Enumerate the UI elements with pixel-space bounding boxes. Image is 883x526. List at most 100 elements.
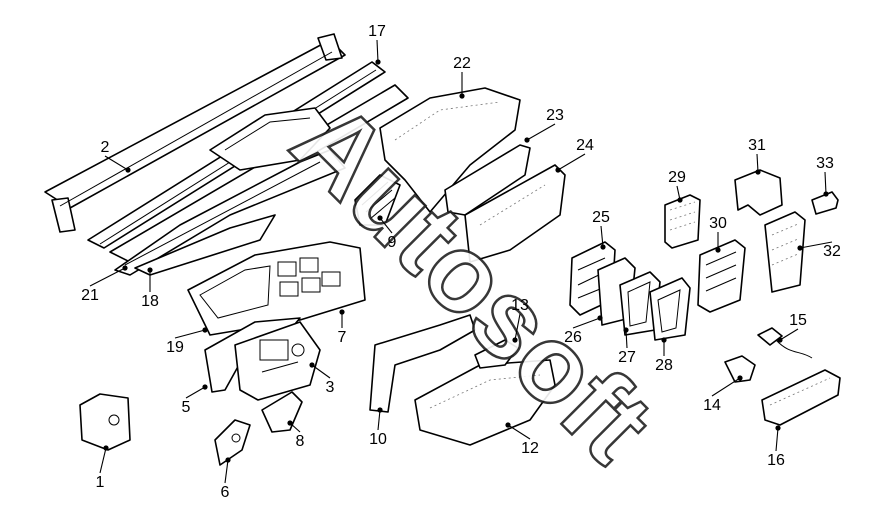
callout-32-dot <box>797 245 803 251</box>
callout-30-dot <box>715 247 721 253</box>
part-3-cluster <box>234 321 321 401</box>
callout-25-dot <box>600 244 606 250</box>
callout-17-dot <box>375 59 381 65</box>
callout-16-leader <box>775 427 779 452</box>
part-6-trim <box>214 419 251 466</box>
part-24-side-panel <box>464 164 566 263</box>
callout-24-leader <box>557 153 586 171</box>
callout-29-dot <box>677 197 683 203</box>
callout-16-dot <box>775 425 781 431</box>
callout-19-leader <box>174 329 206 339</box>
callout-27: 27 <box>618 327 636 366</box>
callout-15: 15 <box>777 312 807 343</box>
callout-6-dot <box>225 457 231 463</box>
callout-10: 10 <box>369 407 387 448</box>
callout-9-number: 9 <box>388 234 397 251</box>
callout-27-number: 27 <box>618 349 636 366</box>
callout-15-dot <box>777 337 783 343</box>
callout-28-dot <box>661 337 667 343</box>
callout-22-dot <box>459 93 465 99</box>
callout-33-dot <box>823 191 829 197</box>
callout-33-leader <box>824 171 827 195</box>
callout-5-number: 5 <box>182 399 191 416</box>
callout-33: 33 <box>816 155 834 197</box>
callout-17: 17 <box>368 23 386 65</box>
callout-29-number: 29 <box>668 169 686 186</box>
callout-6-number: 6 <box>221 484 230 501</box>
callout-10-number: 10 <box>369 431 387 448</box>
callout-25: 25 <box>592 209 610 250</box>
callout-8-number: 8 <box>296 433 305 450</box>
part-31-bracket <box>734 169 783 216</box>
part-18-panel <box>134 214 276 276</box>
callout-19: 19 <box>166 327 208 356</box>
callout-22-number: 22 <box>453 55 471 72</box>
part-32-control-unit <box>764 211 806 293</box>
callout-15-number: 15 <box>789 312 807 329</box>
callout-5-dot <box>202 384 208 390</box>
callout-21-number: 21 <box>81 287 99 304</box>
callout-18-dot <box>147 267 153 273</box>
part-10-console-side <box>369 314 476 413</box>
callout-23-leader <box>526 123 556 141</box>
part-30-fuse-box <box>697 239 746 313</box>
callout-26-number: 26 <box>564 329 582 346</box>
callout-14-dot <box>737 375 743 381</box>
callout-30: 30 <box>709 215 727 253</box>
callout-23-dot <box>524 137 530 143</box>
callout-14-leader <box>711 377 741 397</box>
callout-1-number: 1 <box>96 474 105 491</box>
callout-7: 7 <box>338 309 347 346</box>
callout-12-number: 12 <box>521 440 539 457</box>
callout-23: 23 <box>524 107 564 143</box>
callout-24-number: 24 <box>576 137 594 154</box>
callout-2: 2 <box>101 139 131 173</box>
callout-14-number: 14 <box>703 397 721 414</box>
callout-28-number: 28 <box>655 357 673 374</box>
callout-3: 3 <box>309 362 335 396</box>
callout-9-dot <box>377 215 383 221</box>
callout-24: 24 <box>555 137 594 173</box>
callout-31-number: 31 <box>748 137 766 154</box>
callout-27-leader <box>625 329 628 349</box>
callout-8-dot <box>287 420 293 426</box>
callout-15-leader <box>779 328 799 341</box>
callout-33-number: 33 <box>816 155 834 172</box>
callout-14: 14 <box>703 375 743 414</box>
callout-32: 32 <box>797 241 841 260</box>
part-16-trim <box>761 369 841 426</box>
callout-12: 12 <box>505 422 539 457</box>
callout-1-leader <box>99 447 107 474</box>
callout-13-leader <box>514 313 521 341</box>
callout-18: 18 <box>141 267 159 310</box>
callout-26: 26 <box>564 315 603 346</box>
callout-22: 22 <box>453 55 471 99</box>
part-33-connector <box>811 191 839 215</box>
callout-28: 28 <box>655 337 673 374</box>
part-2-rail <box>44 33 346 233</box>
callout-19-number: 19 <box>166 339 184 356</box>
callout-19-dot <box>202 327 208 333</box>
part-19-panel <box>187 241 366 336</box>
callout-18-number: 18 <box>141 293 159 310</box>
part-1-side-trim <box>79 393 131 451</box>
callout-26-dot <box>597 315 603 321</box>
callout-31-dot <box>755 169 761 175</box>
part-22-top-cover <box>379 87 521 213</box>
callout-24-dot <box>555 167 561 173</box>
callout-7-dot <box>339 309 345 315</box>
callout-29: 29 <box>668 169 686 203</box>
callout-27-dot <box>623 327 629 333</box>
callout-16-number: 16 <box>767 452 785 469</box>
part-15-sensor <box>757 327 813 359</box>
callout-13: 13 <box>511 297 529 343</box>
callout-5-leader <box>185 386 206 399</box>
callout-2-leader <box>104 155 129 171</box>
callout-2-number: 2 <box>101 139 110 156</box>
callout-3-leader <box>311 364 331 379</box>
callout-10-leader <box>377 409 381 431</box>
part-28-frame <box>649 277 691 341</box>
callout-10-dot <box>377 407 383 413</box>
